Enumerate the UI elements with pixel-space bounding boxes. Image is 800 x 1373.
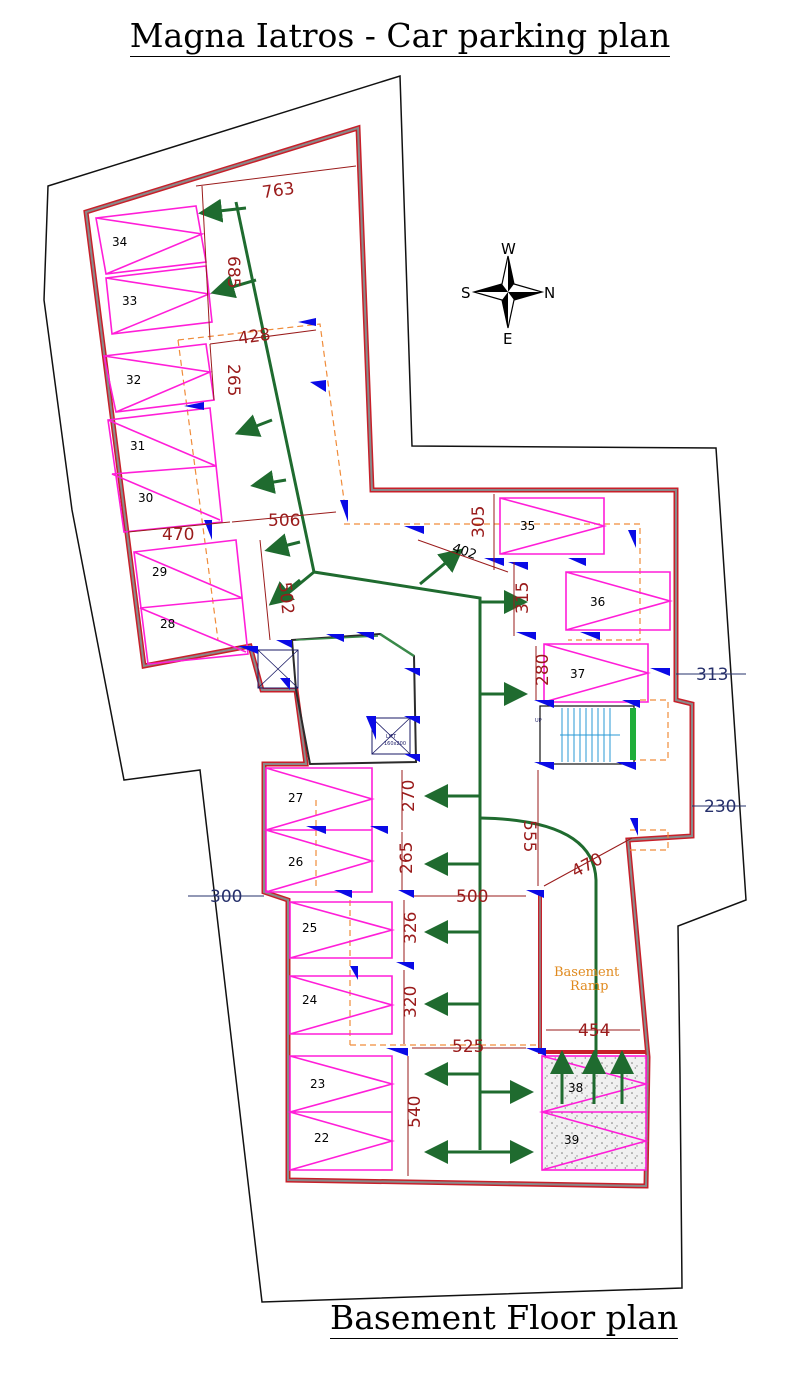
slot-33 (105, 265, 213, 335)
slot-label: 29 (152, 565, 167, 579)
dim-label: 326 (401, 912, 421, 944)
dim-label: 763 (261, 179, 296, 203)
dim-label: 470 (162, 525, 194, 545)
slot-label: 33 (122, 294, 137, 308)
lift-size: 160x200 (384, 741, 406, 747)
slot-label: 34 (112, 235, 127, 249)
slot-23-22 (287, 1055, 396, 1171)
slot-label: 26 (288, 855, 303, 869)
ramp-label-2: Ramp (570, 979, 609, 994)
dim-label: 270 (399, 780, 419, 812)
slot-32 (103, 343, 215, 413)
dim-label: 555 (519, 820, 539, 852)
slot-label: 28 (160, 617, 175, 631)
plan-title: Magna Iatros - Car parking plan (129, 16, 671, 57)
compass-bottom: E (503, 330, 512, 348)
boundary-dim-label: 300 (210, 887, 242, 907)
flow-arrows (198, 198, 634, 1164)
dim-label: 470 (568, 849, 606, 882)
parking-slots (95, 205, 673, 1171)
slot-label: 25 (302, 921, 317, 935)
dimension-lines (127, 165, 640, 1176)
slot-label: 36 (590, 595, 605, 609)
dim-label: 685 (223, 256, 243, 288)
dim-label: 320 (401, 986, 421, 1018)
slot-label: 27 (288, 791, 303, 805)
slot-label: 32 (126, 373, 141, 387)
dim-label: 402 (450, 541, 478, 563)
slot-29-28 (133, 539, 249, 665)
slot-label: 39 (564, 1133, 579, 1147)
boundary-dimension-lines (188, 673, 746, 897)
slot-label: 35 (520, 519, 535, 533)
dim-label: 500 (456, 887, 488, 907)
slot-label: 22 (314, 1131, 329, 1145)
slot-label: 24 (302, 993, 317, 1007)
slot-label: 23 (310, 1077, 325, 1091)
boundary-dim-label: 313 (696, 665, 728, 685)
slot-37 (543, 643, 651, 703)
compass-right: N (544, 284, 555, 302)
slot-25 (289, 901, 396, 959)
dim-label: 454 (578, 1021, 610, 1041)
slot-31-30 (107, 407, 223, 533)
dim-label: 502 (274, 581, 297, 615)
boundary-dim-label: 230 (704, 797, 736, 817)
slot-label: 30 (138, 491, 153, 505)
compass-top: W (501, 240, 516, 258)
dim-label: 506 (268, 511, 300, 531)
dim-label: 265 (397, 842, 417, 874)
compass-left: S (461, 284, 471, 302)
dim-label: 305 (469, 506, 489, 538)
lift-core: LIFT 160x200 (257, 632, 418, 766)
compass-rose: W S N E (461, 240, 555, 348)
slot-label: 38 (568, 1081, 583, 1095)
dim-label: 540 (405, 1096, 425, 1128)
dim-label: 280 (533, 654, 553, 686)
slot-label: 31 (130, 439, 145, 453)
site-boundary (43, 74, 747, 1303)
columns (184, 318, 670, 1056)
dim-label: 315 (513, 582, 533, 614)
staircase: UP (535, 705, 636, 765)
slot-numbers: 34 33 32 31 30 29 28 35 36 37 27 26 25 2… (112, 235, 605, 1147)
dim-label: 428 (237, 325, 272, 349)
lift-label: LIFT (386, 734, 397, 740)
slot-35 (499, 497, 608, 555)
floor-subtitle: Basement Floor plan (330, 1298, 679, 1339)
dim-label: 525 (452, 1037, 484, 1057)
slot-label: 37 (570, 667, 585, 681)
stair-up-label: UP (535, 718, 542, 724)
dim-label: 265 (223, 364, 243, 396)
slot-36 (565, 571, 673, 631)
dimension-labels: 763 685 428 265 470 506 502 305 402 315 … (162, 179, 736, 1128)
ramp-label: Basement (554, 965, 620, 980)
